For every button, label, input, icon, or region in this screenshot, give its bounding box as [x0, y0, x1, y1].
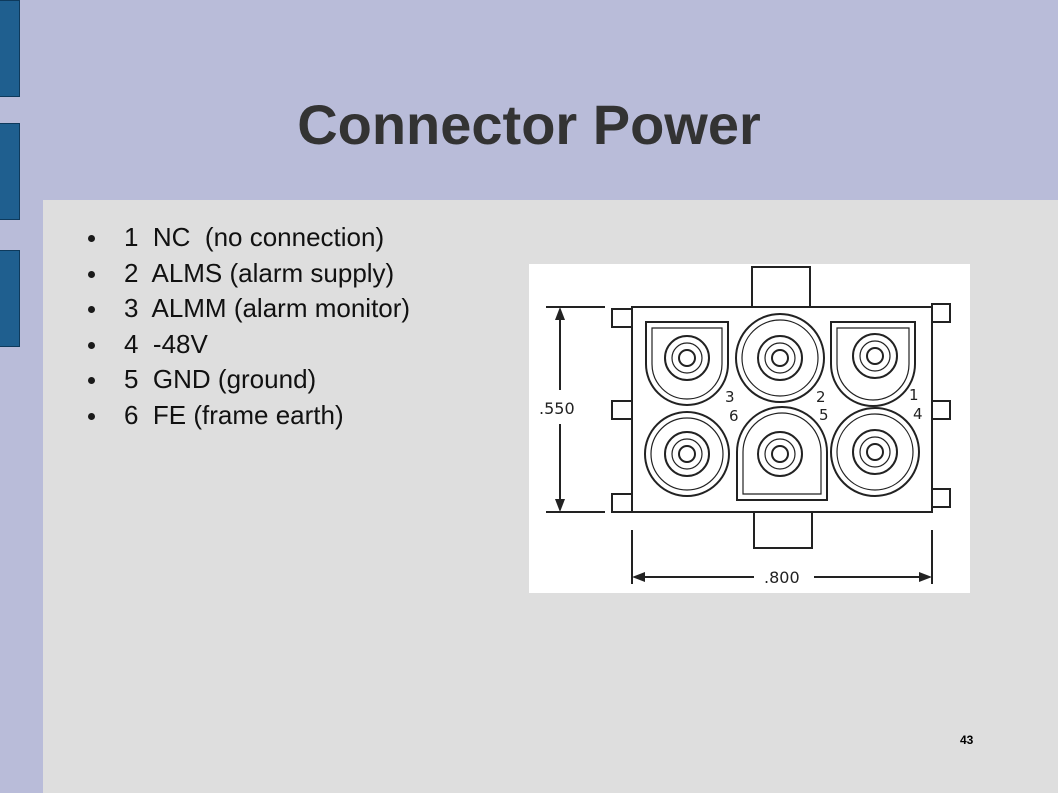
width-label: .800: [764, 568, 800, 587]
bullet-text: 4 -48V: [124, 328, 208, 359]
bullet-item: 4 -48V: [86, 327, 410, 363]
pin-label-2: 2: [816, 388, 826, 406]
bullet-item: 5 GND (ground): [86, 362, 410, 398]
bullet-dot: [88, 235, 95, 242]
pin-label-4: 4: [913, 405, 923, 423]
side-peg: [931, 303, 951, 323]
pin-2-cell: [735, 313, 825, 403]
bullet-text: 3 ALMM (alarm monitor): [124, 293, 411, 323]
side-tab: [0, 0, 20, 97]
pin-label-5: 5: [819, 406, 829, 424]
bullet-item: 2 ALMS (alarm supply): [86, 256, 410, 292]
bullet-text: 6 FE (frame earth): [124, 399, 344, 430]
bullet-item: 6 FE (frame earth): [86, 398, 410, 434]
bullet-dot: [88, 412, 95, 420]
bottom-latch: [753, 511, 813, 549]
height-dimension: [546, 306, 605, 513]
connector-drawing: .550 .800 3 6 2 5 1 4: [539, 266, 951, 587]
pin-label-1: 1: [909, 386, 919, 404]
top-latch: [751, 266, 811, 308]
side-tab: [0, 123, 20, 220]
pin-5-cell: [736, 406, 828, 501]
pin-4-cell: [830, 407, 920, 497]
page-number: 43: [960, 733, 974, 747]
bullet-item: 3 ALMM (alarm monitor): [86, 291, 410, 327]
side-peg: [931, 488, 951, 508]
connector-diagram: .550 .800 3 6 2 5 1 4: [529, 264, 970, 593]
bullet-text: 2 ALMS (alarm supply): [124, 257, 395, 288]
bullet-text: 5 GND (ground): [124, 364, 317, 394]
pin-3-cell: [645, 321, 729, 406]
pin-label-3: 3: [725, 388, 735, 406]
bullet-dot: [88, 341, 95, 349]
width-dimension: [631, 530, 933, 584]
pin-6-cell: [644, 411, 730, 497]
bullet-list: 1 NC (no connection) 2 ALMS (alarm suppl…: [86, 220, 410, 433]
side-peg: [611, 308, 633, 328]
bullet-text: 1 NC (no connection): [124, 222, 385, 252]
side-peg: [611, 400, 633, 420]
bullet-dot: [88, 377, 95, 384]
pin-1-cell: [830, 321, 916, 407]
bullet-item: 1 NC (no connection): [86, 220, 410, 256]
slide-title: Connector Power: [297, 93, 761, 156]
bullet-dot: [88, 270, 95, 278]
height-label: .550: [539, 399, 575, 418]
side-tab: [0, 250, 20, 347]
bullet-dot: [88, 306, 95, 313]
side-peg: [931, 400, 951, 420]
side-peg: [611, 493, 633, 513]
title-area: [43, 0, 1058, 200]
pin-label-6: 6: [729, 407, 739, 425]
